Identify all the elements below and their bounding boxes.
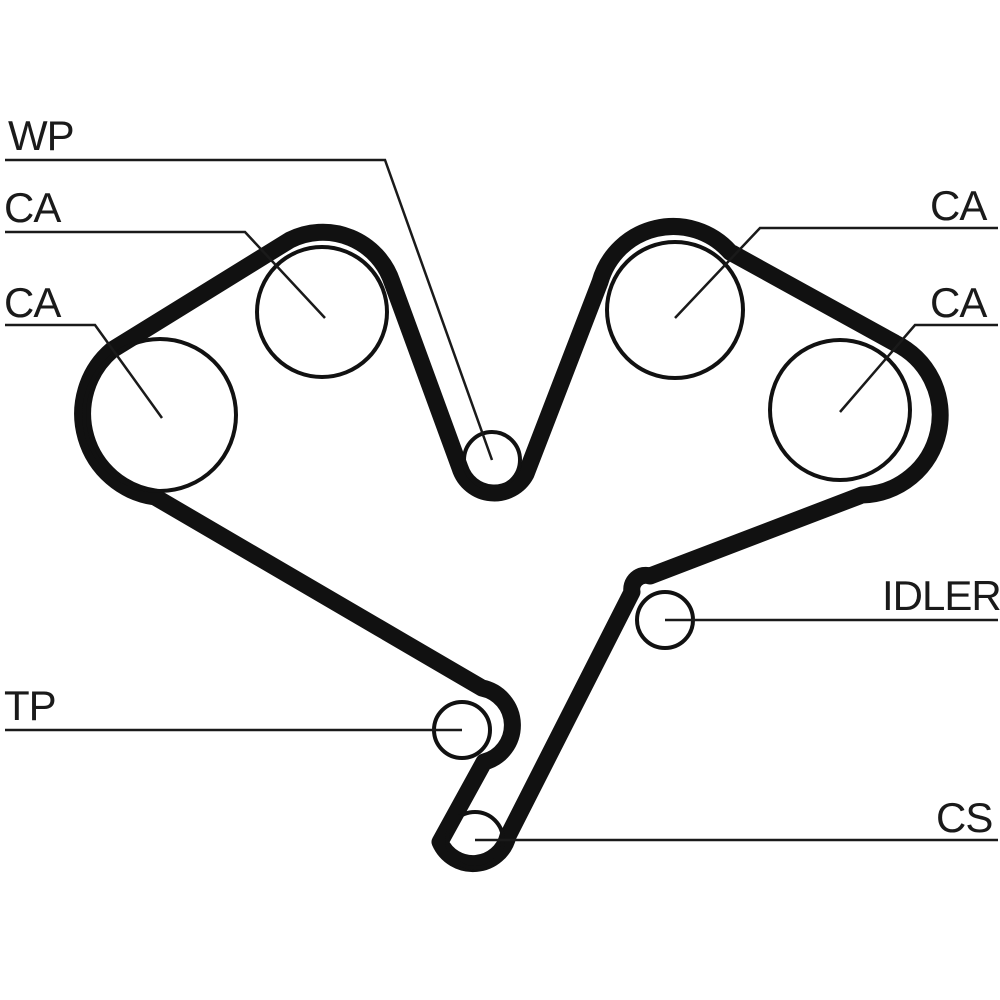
leader-ca-left-lower [5,323,164,419]
leader-ca-right-upper [674,226,998,319]
label-idler: IDLER [882,572,1000,619]
leader-ca-right-lower [839,323,998,413]
label-ca-left-lower: CA [4,279,61,326]
timing-belt [74,217,949,873]
camshaft-pulley-right-upper [605,240,745,380]
camshaft-pulley-right-lower [768,338,912,482]
label-ca-left-upper: CA [4,184,61,231]
label-cs: CS [936,794,993,841]
label-ca-right-upper: CA [930,182,987,229]
label-wp: WP [8,112,75,159]
camshaft-pulley-left-upper [255,245,389,379]
leader-wp [5,158,494,461]
leader-ca-left-upper [5,230,326,319]
water-pump-pulley [462,430,522,490]
label-ca-right-lower: CA [930,279,987,326]
label-tp: TP [4,682,57,729]
camshaft-pulley-left-lower [82,337,238,493]
